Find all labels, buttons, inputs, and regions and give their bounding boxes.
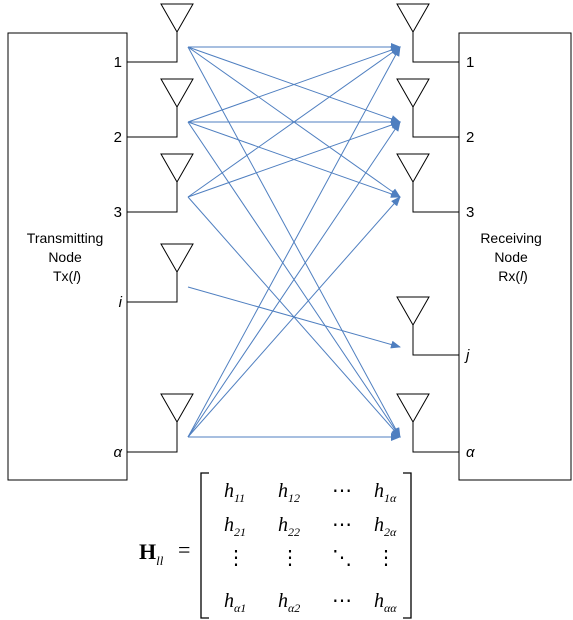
matrix-cell: h2α (374, 514, 397, 539)
channel-link-arrow (187, 196, 401, 438)
receiving-node-title: Receiving Node Rx(l) (480, 230, 545, 284)
matrix-cell: ⋯ (332, 590, 352, 612)
tx-port-label: 2 (114, 129, 122, 146)
matrix-right-bracket (403, 472, 412, 619)
rx-port-label: 1 (466, 54, 474, 71)
rx-antenna-icon (396, 78, 459, 138)
receive-antenna-group: 1 2 3 j α (396, 3, 475, 461)
channel-link-arrow (187, 46, 401, 123)
matrix-cell: h1α (374, 480, 397, 505)
tx-antenna-icon (127, 78, 194, 138)
receiving-node-box (458, 32, 572, 481)
tx-antenna-icon (127, 243, 194, 303)
matrix-cell: ⋯ (332, 480, 352, 502)
transmitting-node-box (7, 32, 128, 481)
tx-port-label: 3 (114, 204, 122, 221)
tx-port-label: 1 (114, 54, 122, 71)
matrix-lhs: Hll (139, 539, 164, 568)
matrix-left-bracket (200, 472, 209, 619)
matrix-cell: hα2 (278, 590, 300, 615)
matrix-cell: h22 (278, 514, 300, 539)
channel-link-arrow (187, 121, 401, 438)
matrix-cell: ⋮ (226, 547, 246, 569)
rx-antenna-icon (396, 3, 459, 63)
matrix-cell: hα1 (224, 590, 246, 615)
tx-antenna-icon (127, 393, 194, 453)
matrix-cell: h12 (278, 480, 300, 505)
matrix-cell: ⋮ (280, 547, 300, 569)
channel-link-arrow (187, 46, 401, 438)
transmitting-node-title: Transmitting Node Tx(l) (27, 230, 107, 284)
matrix-cell: hαα (374, 590, 397, 615)
tx-port-label: α (113, 444, 122, 461)
matrix-cell: ⋯ (332, 514, 352, 536)
rx-port-label: j (464, 347, 470, 364)
channel-link-group (187, 43, 401, 441)
channel-matrix-equation: Hll = h11 h12 ⋯ h1α h21 h22 ⋯ h2α ⋮ ⋮ ⋱ ⋮ hα1 hα2 ⋯ hαα (139, 472, 412, 619)
tx-port-label: i (119, 294, 123, 311)
matrix-cell: ⋱ (332, 547, 352, 569)
channel-link-arrow (187, 121, 401, 198)
tx-antenna-icon (127, 153, 194, 213)
rx-antenna-icon (396, 393, 459, 453)
transmit-antenna-group: 1 2 3 i α (113, 3, 194, 461)
matrix-cell: ⋮ (376, 547, 396, 569)
matrix-cell: h11 (224, 480, 245, 505)
rx-antenna-icon (396, 296, 459, 356)
tx-antenna-icon (127, 3, 194, 63)
matrix-equals-sign: = (178, 537, 190, 562)
rx-port-label: 3 (466, 204, 474, 221)
rx-port-label: α (466, 444, 475, 461)
rx-antenna-icon (396, 153, 459, 213)
channel-link-arrow (187, 46, 401, 198)
rx-port-label: 2 (466, 129, 474, 146)
matrix-cell: h21 (224, 514, 246, 539)
